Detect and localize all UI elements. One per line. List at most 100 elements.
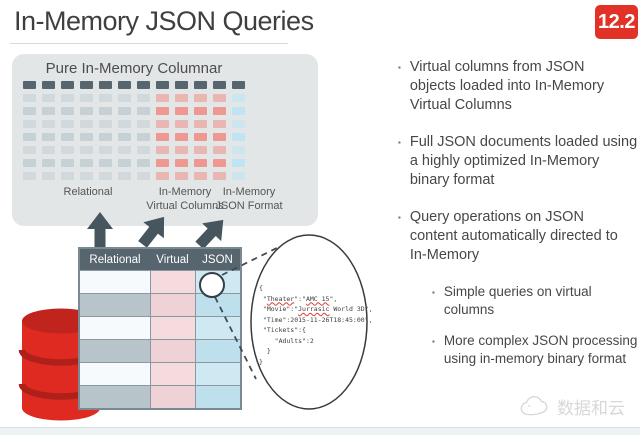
in-memory-columnar-panel: Pure In-Memory Columnar Relational In-Me… — [12, 54, 318, 226]
bullet-text: Query operations on JSON content automat… — [409, 209, 618, 263]
table-row — [80, 316, 240, 339]
grid-cell-virtual — [156, 120, 169, 128]
code-line: "Movie":"Jurrasic World 3D", — [259, 305, 373, 313]
code-line: } — [259, 347, 271, 355]
table-row — [80, 339, 240, 362]
grid-cell-relational — [137, 146, 150, 154]
grid-cell-header — [156, 81, 169, 89]
grid-cell-relational — [61, 172, 74, 180]
grid-cell-relational — [99, 172, 112, 180]
bullet-marker: ▪ — [398, 213, 401, 222]
memory-table-header: Relational Virtual JSON — [80, 249, 240, 270]
grid-cell-relational — [42, 120, 55, 128]
grid-cell-virtual — [175, 94, 188, 102]
grid-cell-header — [118, 81, 131, 89]
grid-cell-json — [232, 146, 245, 154]
grid-cell-json — [232, 133, 245, 141]
grid-cell-virtual — [213, 172, 226, 180]
grid-cell-virtual — [156, 133, 169, 141]
grid-cell-header — [213, 81, 226, 89]
grid-cell-header — [23, 81, 36, 89]
grid-cell-header — [194, 81, 207, 89]
grid-cell-virtual — [194, 120, 207, 128]
grid-cell-relational — [23, 120, 36, 128]
grid-cell-json — [232, 172, 245, 180]
grid-cell-virtual — [175, 120, 188, 128]
grid-cell-relational — [99, 107, 112, 115]
grid-cell-relational — [42, 107, 55, 115]
grid-cell-virtual — [213, 107, 226, 115]
watermark: 数据和云 — [517, 394, 625, 419]
grid-cell-relational — [99, 159, 112, 167]
grid-cell-virtual — [175, 172, 188, 180]
grid-cell-relational — [42, 94, 55, 102]
bullet-text: Full JSON documents loaded using a highl… — [409, 134, 638, 188]
grid-cell-relational — [23, 172, 36, 180]
grid-cell-relational — [42, 159, 55, 167]
grid-cell-header — [175, 81, 188, 89]
table-header-json: JSON — [202, 253, 233, 266]
grid-cell-relational — [61, 107, 74, 115]
version-badge: 12.2 — [595, 5, 638, 39]
grid-cell-relational — [42, 133, 55, 141]
memory-table: Relational Virtual JSON — [78, 247, 242, 410]
bullet-marker: ▪ — [432, 337, 435, 346]
code-line: "Time":2015-11-26T18:45:00", — [259, 315, 373, 324]
table-header-relational: Relational — [89, 253, 141, 266]
table-cell — [80, 270, 150, 293]
grid-cell-relational — [80, 172, 93, 180]
table-cell — [80, 293, 150, 316]
grid-cell-relational — [118, 94, 131, 102]
grid-cell-relational — [137, 107, 150, 115]
grid-cell-relational — [118, 172, 131, 180]
code-line: { — [259, 284, 263, 292]
grid-cell-virtual — [175, 159, 188, 167]
grid-cell-virtual — [194, 159, 207, 167]
cloud-logo-icon — [520, 395, 548, 415]
panel-title: Pure In-Memory Columnar — [45, 60, 223, 77]
bullet-item: ▪Virtual columns from JSON objects loade… — [398, 58, 640, 115]
label-json-format: In-Memory JSON Format — [215, 186, 283, 212]
grid-cell-relational — [23, 94, 36, 102]
table-cell — [150, 270, 195, 293]
grid-cell-relational — [23, 107, 36, 115]
code-line: "Adults":2 — [259, 336, 314, 345]
grid-cell-relational — [80, 133, 93, 141]
grid-cell-relational — [99, 133, 112, 141]
grid-cell-header — [80, 81, 93, 89]
grid-cell-virtual — [156, 146, 169, 154]
watermark-text: 数据和云 — [557, 399, 625, 418]
table-cell — [195, 339, 240, 362]
grid-cell-virtual — [156, 172, 169, 180]
bullet-text: Virtual columns from JSON objects loaded… — [409, 59, 605, 113]
grid-cell-virtual — [213, 133, 226, 141]
grid-cell-relational — [80, 146, 93, 154]
table-row — [80, 362, 240, 385]
table-cell — [150, 316, 195, 339]
bottom-edge-strip — [0, 427, 640, 435]
grid-cell-relational — [61, 159, 74, 167]
grid-cell-virtual — [213, 159, 226, 167]
grid-cell-relational — [118, 159, 131, 167]
table-cell — [195, 316, 240, 339]
grid-cell-relational — [137, 172, 150, 180]
grid-cell-relational — [80, 94, 93, 102]
grid-cell-relational — [99, 120, 112, 128]
grid-cell-json — [232, 159, 245, 167]
table-cell — [80, 385, 150, 408]
magnifier-circle — [199, 272, 225, 298]
bullet-list: ▪ Virtual columns from JSON objects loade… — [398, 58, 640, 381]
grid-cell-virtual — [213, 120, 226, 128]
grid-cell-relational — [118, 107, 131, 115]
grid-cell-relational — [61, 133, 74, 141]
grid-cell-relational — [61, 146, 74, 154]
grid-cell-virtual — [156, 94, 169, 102]
bullet-marker: ▪ — [398, 138, 401, 147]
bullet-item: ▪Simple queries on virtual columns — [432, 283, 640, 319]
table-cell — [150, 362, 195, 385]
grid-cell-relational — [137, 120, 150, 128]
table-cell — [150, 339, 195, 362]
grid-cell-relational — [80, 107, 93, 115]
grid-cell-virtual — [175, 107, 188, 115]
